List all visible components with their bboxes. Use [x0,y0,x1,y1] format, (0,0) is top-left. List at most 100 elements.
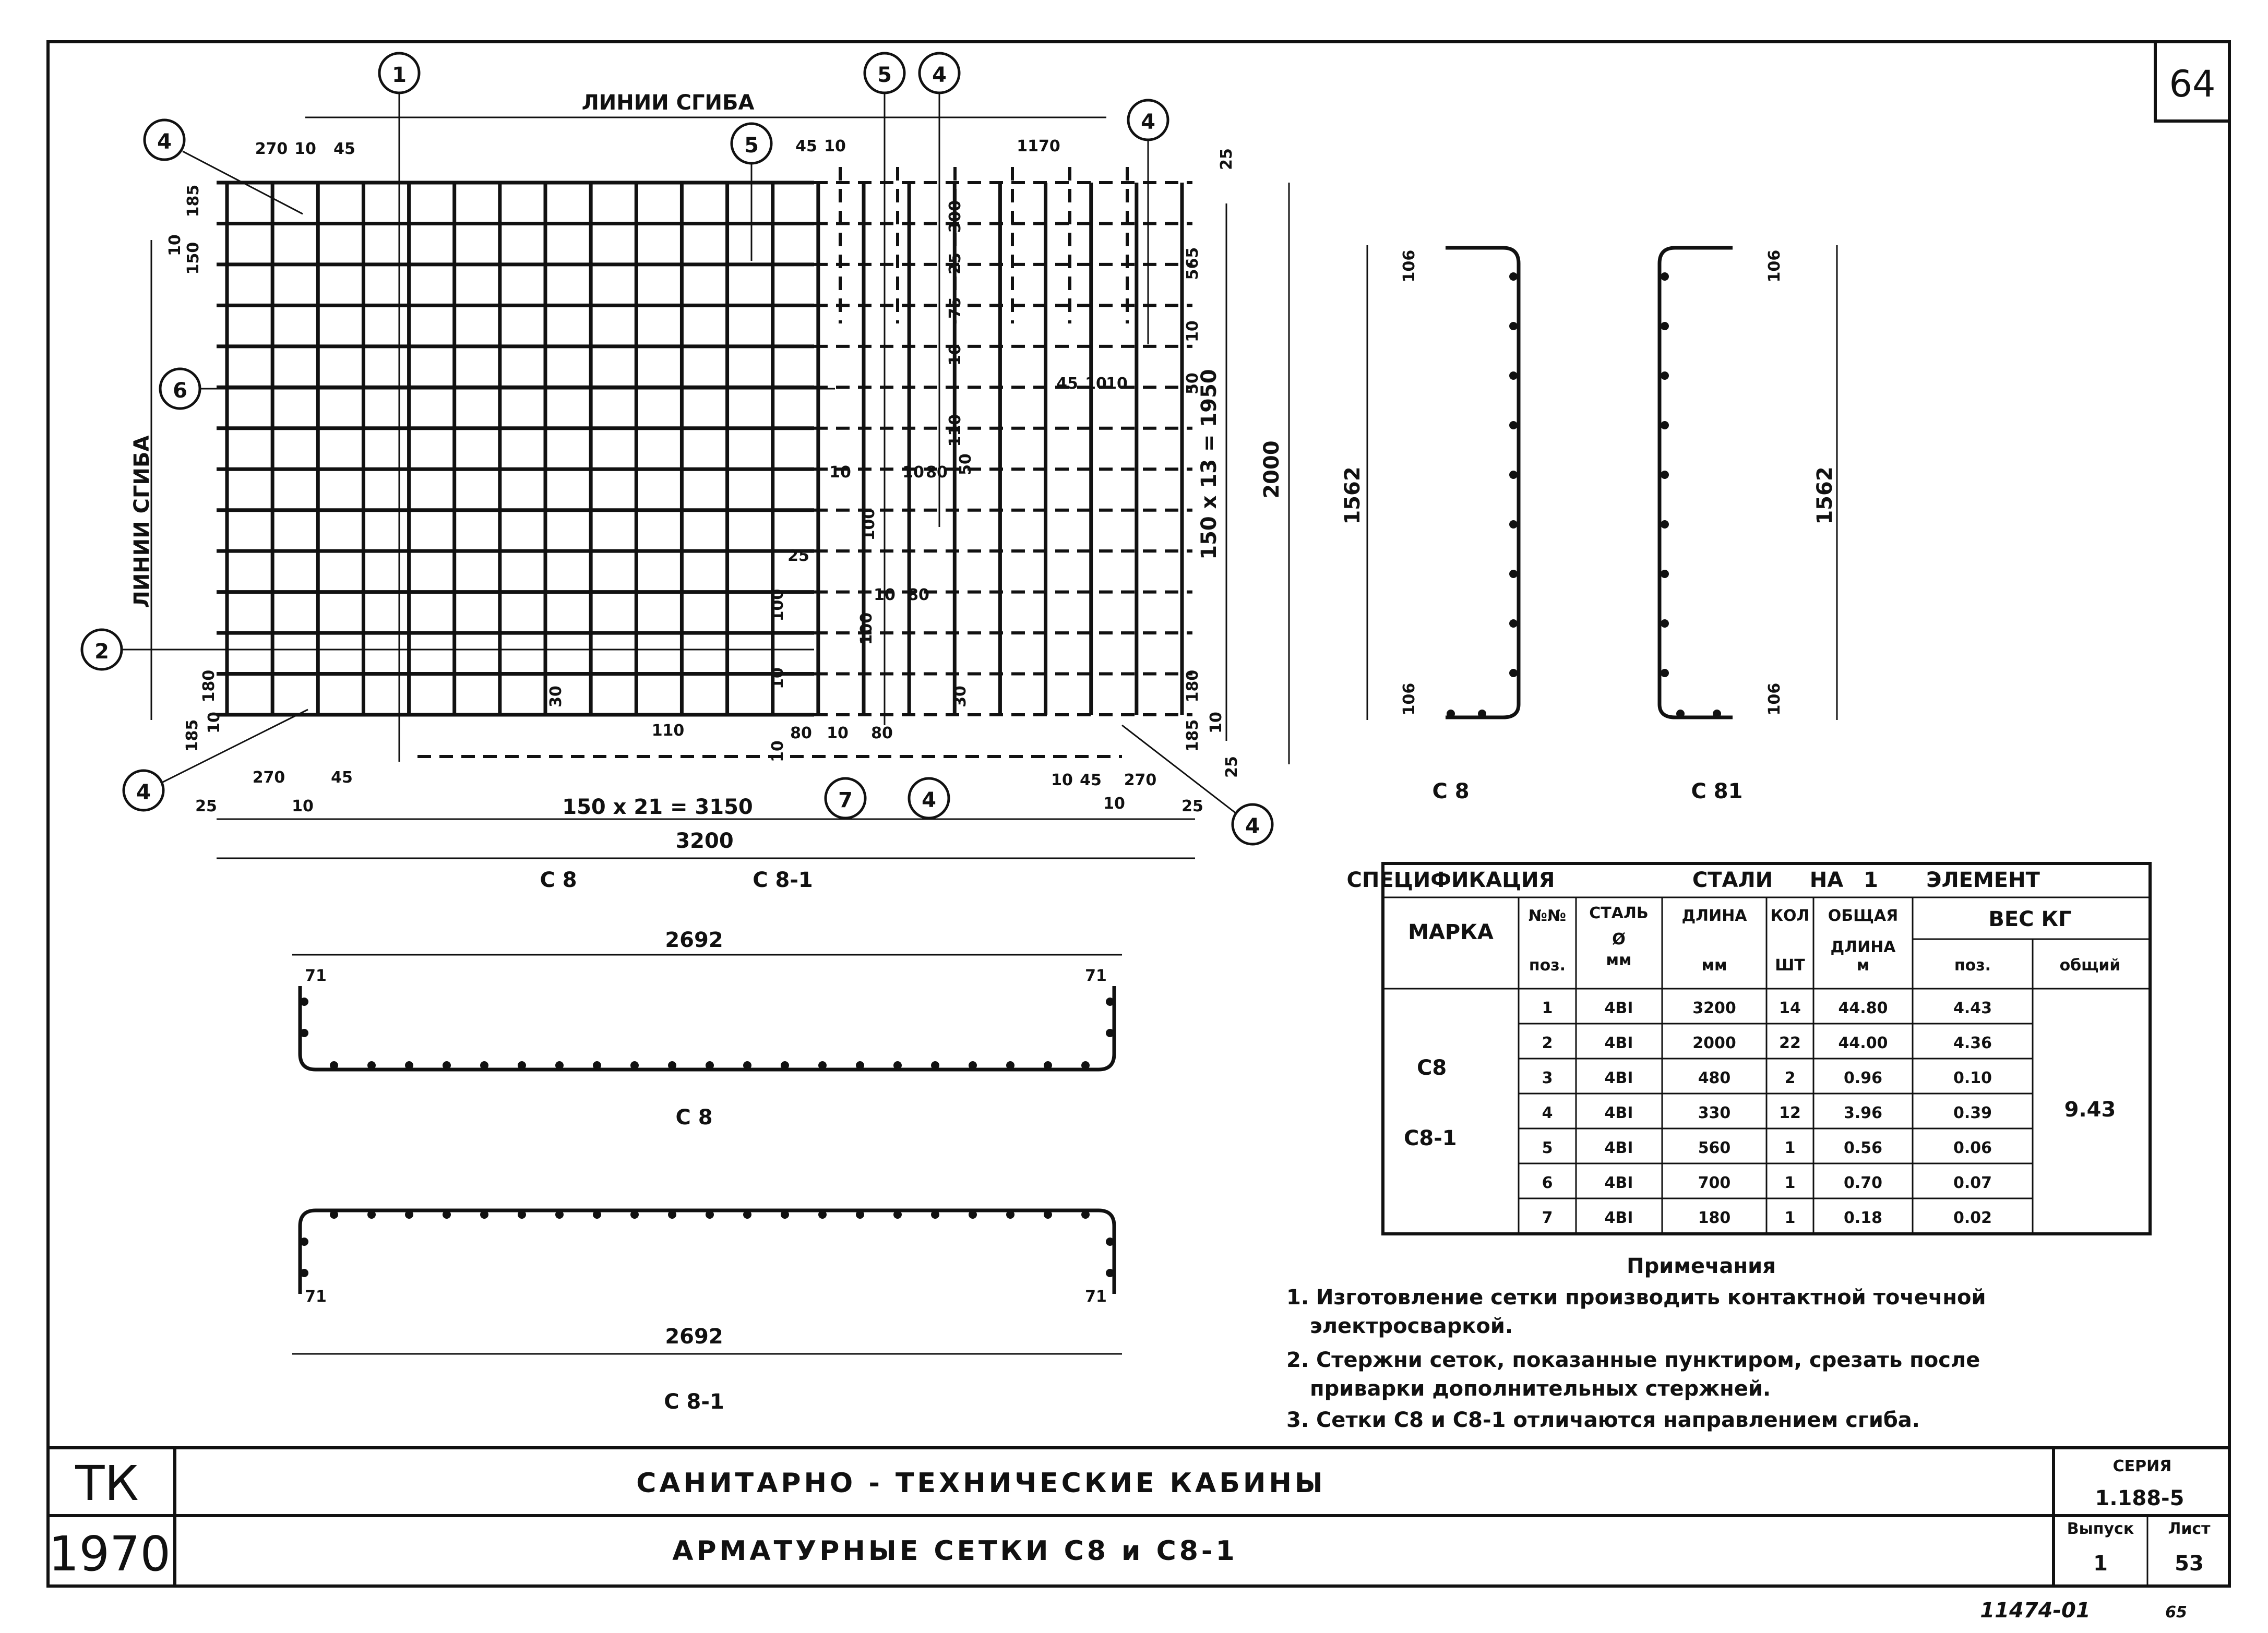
spec-cell-length: 3200 [1692,999,1736,1017]
profile-length: 2692 [665,1325,723,1349]
dim-label: 50 [957,453,975,475]
spec-cell-pos: 4 [1542,1104,1553,1122]
dim-label: 80 [790,724,812,742]
fold-line-left-label: ЛИНИИ СГИБА [130,436,154,608]
callout: 4 [1127,99,1169,141]
steel-specification-table: СПЕЦИФИКАЦИЯ СТАЛИ НА 1 ЭЛЕМЕНТ МАРКА №№… [1347,862,2152,1235]
spec-cell-length: 180 [1698,1209,1731,1227]
weld-point [1509,471,1518,479]
leader-line [1121,724,1237,815]
spec-title: СПЕЦИФИКАЦИЯ [1347,868,1555,892]
sheet-value: 53 [2175,1552,2204,1576]
dim-label: 25 [1223,756,1241,778]
spec-title: НА [1810,868,1843,892]
header-length: ДЛИНА [1681,907,1747,925]
callout-number: 4 [136,781,151,805]
fold-line-top-label: ЛИНИИ СГИБА [582,91,755,115]
dim-label: 150 [184,242,202,275]
sheet-number: 64 [2169,63,2215,105]
spec-cell-weight: 4.36 [1953,1034,1992,1052]
spec-cell-weight: 0.07 [1953,1174,1992,1192]
bent-bar [298,986,1116,1072]
spec-cell-total: 0.18 [1844,1209,1882,1227]
dim-label: 100 [860,508,878,541]
spec-cell-total: 44.00 [1839,1034,1888,1052]
weld-point [781,1061,789,1070]
notes: Примечания 1. Изготовление сетки произво… [1286,1254,1986,1432]
profile-end-dim: 106 [1765,250,1784,283]
dim-label: 565 [1184,247,1202,280]
dim-label: 300 [946,200,964,233]
profile-label: С 81 [1691,779,1743,803]
spec-title: 1 [1864,868,1878,892]
dim-label: 80 [908,586,929,604]
series-value: 1.188-5 [2095,1486,2185,1510]
callout: 5 [863,52,906,94]
spec-cell-weight: 0.39 [1953,1104,1992,1122]
callout: 4 [918,52,961,94]
project-name: САНИТАРНО - ТЕХНИЧЕСКИЕ КАБИНЫ [636,1468,1326,1499]
profile-length: 1562 [1813,466,1837,524]
weld-point [1509,371,1518,380]
weld-point [480,1210,488,1219]
dim-label: 45 [1080,771,1102,789]
weld-point [1006,1061,1014,1070]
weld-point [367,1061,376,1070]
spec-cell-pos: 6 [1542,1174,1553,1192]
series-label: СЕРИЯ [2113,1457,2172,1475]
spec-cell-total: 44.80 [1839,999,1888,1017]
spec-cell-length: 480 [1698,1069,1731,1087]
dim-label: 50 [1184,373,1202,394]
weld-point [818,1210,827,1219]
spec-cell-total: 0.70 [1844,1174,1882,1192]
spec-cell-qty: 22 [1779,1034,1801,1052]
profile-label: С 8-1 [664,1390,724,1414]
header-weight: ВЕС КГ [1988,907,2071,931]
callout: 2 [80,628,123,671]
dim-label: 10 [292,797,314,815]
weld-point [300,1029,308,1037]
horiz-series: 150 x 21 = 3150 [562,795,753,819]
spec-cell-qty: 1 [1785,1174,1796,1192]
weld-point [668,1061,676,1070]
spec-cell-length: 330 [1698,1104,1731,1122]
vert-series: 150 x 13 = 1950 [1197,369,1221,560]
bent-bar [1446,246,1521,719]
profile-end-dim: 71 [305,1288,327,1306]
header-mark: МАРКА [1408,920,1494,944]
dim-label: 10 [946,344,964,366]
spec-cell-weight: 4.43 [1953,999,1992,1017]
weld-point [1447,710,1455,718]
weld-point [1661,471,1669,479]
weld-point [593,1210,601,1219]
position-callouts: 1 5 4 4 5 4 6 2 4 7 4 4 [80,52,1274,846]
mesh-bars [217,167,1192,758]
dim-label: 45 [795,137,817,155]
weld-point [630,1210,639,1219]
leader-line [182,150,303,215]
callout-number: 4 [157,130,172,154]
spec-cell-steel: 4ВI [1605,1069,1633,1087]
bottom-dims: 25 270 10 45 10 45 10 270 25 [195,769,1203,815]
dim-label: 45 [1056,375,1078,393]
note-line: электросваркой. [1310,1314,1513,1338]
dim-label: 10 [1184,320,1202,342]
profile-end-dim: 106 [1765,683,1784,716]
weld-point [1661,669,1669,677]
dim-label: 25 [1181,797,1203,815]
header-total: м [1857,956,1870,975]
header-qty: КОЛ [1771,907,1810,925]
profile-label: С 8 [675,1106,712,1130]
sheet-number-box [2154,40,2231,123]
header-length: мм [1701,956,1727,975]
spec-cell-total: 0.96 [1844,1069,1882,1087]
header-total: ДЛИНА [1830,938,1896,956]
weld-point [405,1210,413,1219]
dim-label: 10 [205,712,223,734]
note-line: 1. Изготовление сетки производить контак… [1286,1286,1986,1310]
callout: 4 [122,769,165,812]
